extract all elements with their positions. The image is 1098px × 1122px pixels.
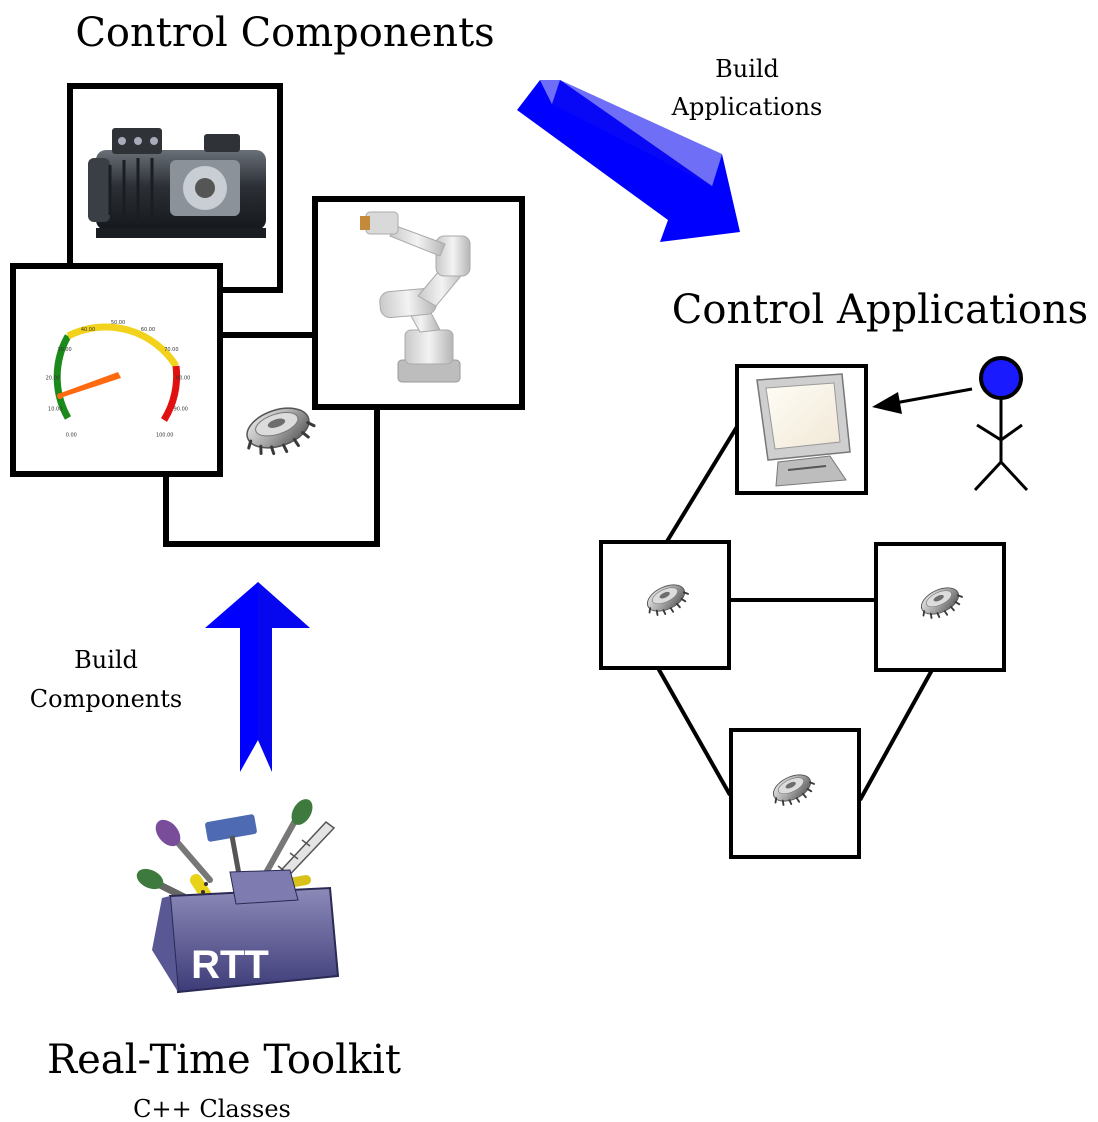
- gauge-tick-label: 100.00: [156, 433, 174, 439]
- toolbox-icon: RTT: [136, 799, 340, 994]
- gauge-tick-label: 0.00: [66, 433, 77, 439]
- gauge-component-frame: [10, 263, 223, 477]
- gauge-tick-label: 20.00: [46, 376, 60, 382]
- build-applications-label-line2: Applications: [671, 93, 823, 121]
- build-applications-arrow: [517, 80, 740, 242]
- gauge-tick-label: 40.00: [81, 327, 95, 333]
- gauge-tick-label: 50.00: [111, 320, 125, 326]
- computer-monitor-icon: [756, 373, 851, 487]
- gauge-needle: [58, 372, 121, 398]
- gauge-red-zone: [160, 365, 181, 422]
- build-components-label-line1: Build: [74, 646, 138, 674]
- gauge-tick-label: 60.00: [141, 327, 155, 333]
- gauge-tick-label: 10.00: [48, 406, 62, 412]
- industrial-robot-arm-image: [360, 211, 471, 383]
- control-components-title: Control Components: [75, 10, 494, 56]
- gauge-tick-label: 80.00: [176, 376, 190, 382]
- build-components-arrow: [205, 582, 310, 772]
- gauge-tick-label: 70.00: [164, 347, 178, 353]
- electric-motor-image: [88, 128, 266, 238]
- network-links: [656, 423, 934, 801]
- stick-figure-user-icon: [973, 356, 1029, 492]
- real-time-toolkit-title: Real-Time Toolkit: [47, 1037, 401, 1083]
- cpp-classes-subtitle: C++ Classes: [133, 1095, 291, 1122]
- gear-node-bottom: [729, 728, 861, 859]
- rtt-logo-text: RTT: [191, 943, 269, 987]
- user-to-monitor-arrow: [872, 387, 973, 414]
- build-components-label-line2: Components: [30, 685, 182, 713]
- control-applications-title: Control Applications: [672, 287, 1088, 333]
- build-applications-label-line1: Build: [715, 55, 779, 83]
- gauge-tick-label: 30.00: [57, 347, 71, 353]
- speedometer-gauge-image: 0.00 10.00 20.00 30.00 40.00 50.00 60.00 70.00 8…: [46, 320, 191, 439]
- gauge-tick-label: 90.00: [174, 406, 188, 412]
